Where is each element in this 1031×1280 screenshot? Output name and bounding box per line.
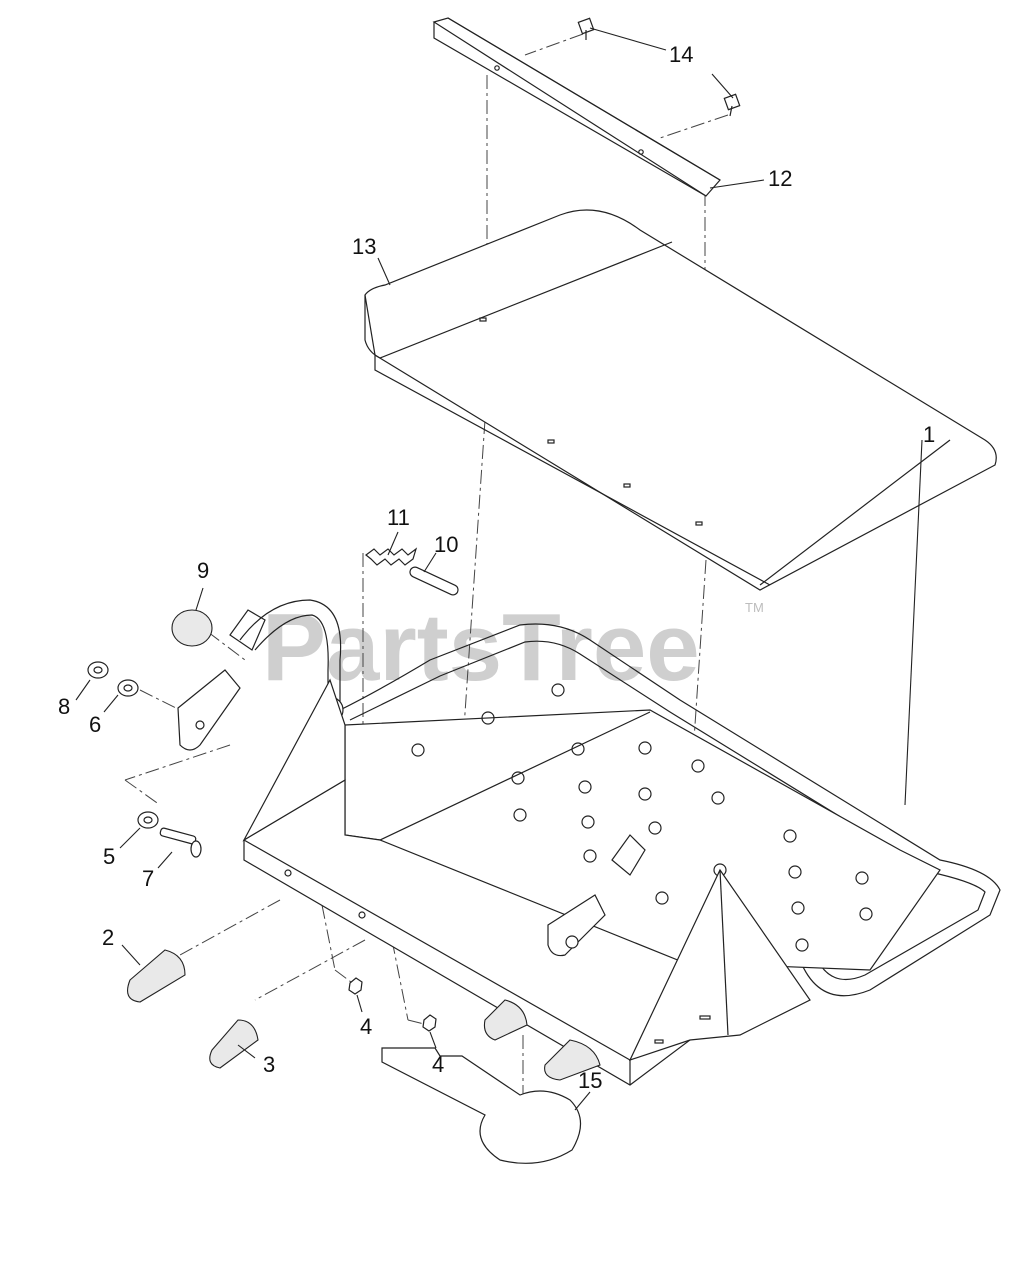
part-9-knob [171, 609, 213, 647]
part-1-frame [177, 599, 1001, 1086]
part-8-nut [87, 661, 109, 679]
callout-5: 5 [103, 844, 115, 869]
callout-3: 3 [263, 1052, 275, 1077]
callout-12: 12 [768, 166, 792, 191]
callout-6: 6 [89, 712, 101, 737]
callout-11: 11 [387, 505, 410, 530]
part-14-bolts [577, 17, 741, 117]
front-bumpers [483, 999, 601, 1081]
part-2-bumper [127, 949, 186, 1003]
callout-15: 15 [578, 1068, 602, 1093]
part-4-nuts [348, 977, 437, 1032]
deck-grip-holes [411, 683, 873, 952]
callout-2: 2 [102, 925, 114, 950]
leader-lines [75, 27, 923, 1111]
callout-14: 14 [669, 42, 693, 67]
watermark-trademark: TM [745, 600, 764, 615]
part-5-washer [137, 811, 159, 829]
part-3-bumper [209, 1019, 259, 1069]
callout-13: 13 [352, 234, 376, 259]
callout-labels: 1 2 3 4 4 5 6 7 8 9 10 11 12 13 14 15 [58, 42, 935, 1093]
callout-9: 9 [197, 558, 209, 583]
callout-7: 7 [142, 866, 154, 891]
part-15-decal [381, 1047, 582, 1164]
part-6-washer [117, 679, 139, 697]
callout-8: 8 [58, 694, 70, 719]
part-12-bracket [432, 17, 721, 197]
part-10-pin [409, 566, 459, 596]
watermark-text: PartsTree [262, 594, 700, 701]
callout-10: 10 [434, 532, 458, 557]
callout-4a: 4 [360, 1014, 372, 1039]
callout-4b: 4 [432, 1052, 444, 1077]
part-7-clevis-pin [159, 827, 202, 858]
part-13-foot-pan [364, 209, 997, 591]
callout-1: 1 [923, 422, 935, 447]
part-11-spring [365, 547, 418, 566]
